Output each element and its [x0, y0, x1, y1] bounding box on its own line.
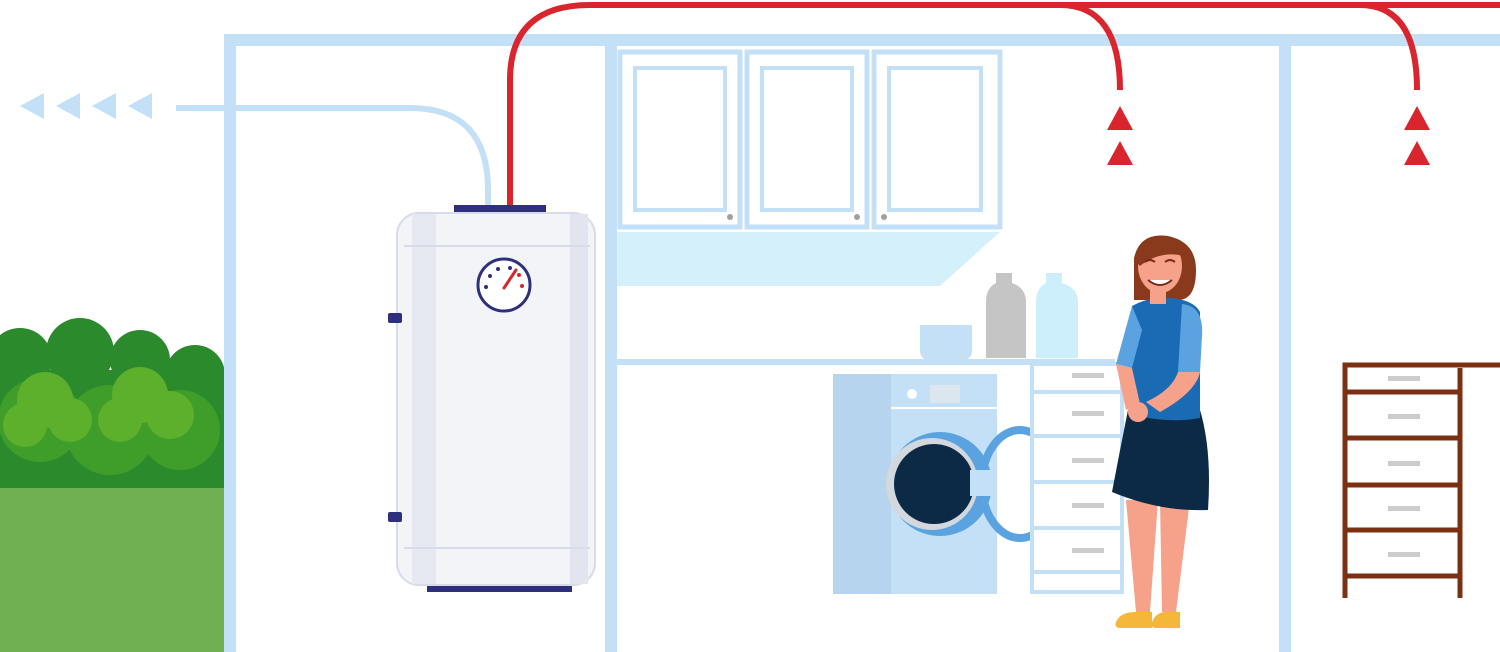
detergent-bottle-gray: [986, 273, 1026, 358]
laundry-basket: [920, 325, 972, 360]
arm: [1146, 372, 1200, 412]
detergent-bottle-blue: [1036, 273, 1078, 358]
upper-cabinets: [617, 49, 1003, 286]
legs: [1126, 500, 1158, 612]
sleeve-right: [1178, 304, 1203, 372]
hot-water-pipe: [507, 2, 1500, 205]
laundry-drawers: [1030, 362, 1124, 594]
hood: [617, 232, 1000, 286]
exhaust-pipe: [20, 93, 491, 205]
outdoor-garden: [0, 318, 225, 652]
shelf-items: [920, 273, 1078, 360]
water-heater: [388, 205, 596, 592]
heater-top-cap: [454, 205, 546, 215]
washing-machine: [833, 374, 1062, 594]
hot-air-arrow-icon: [1107, 106, 1430, 165]
cold-air-arrow-icon: [20, 93, 152, 119]
lawn: [0, 488, 224, 652]
smiling-woman: [1112, 235, 1209, 628]
heater-bottom-cap: [427, 582, 572, 592]
heater-body: [396, 212, 596, 586]
wooden-dresser: [1342, 362, 1500, 598]
outer-wall: [224, 34, 1500, 652]
skirt: [1112, 410, 1209, 511]
outlet-fitting: [388, 512, 402, 522]
shoes: [1115, 612, 1152, 628]
hedge: [0, 318, 225, 488]
temperature-gauge-icon: [476, 257, 532, 313]
hands: [1128, 402, 1148, 422]
sleeve-left: [1116, 306, 1142, 368]
inlet-fitting: [388, 313, 402, 323]
